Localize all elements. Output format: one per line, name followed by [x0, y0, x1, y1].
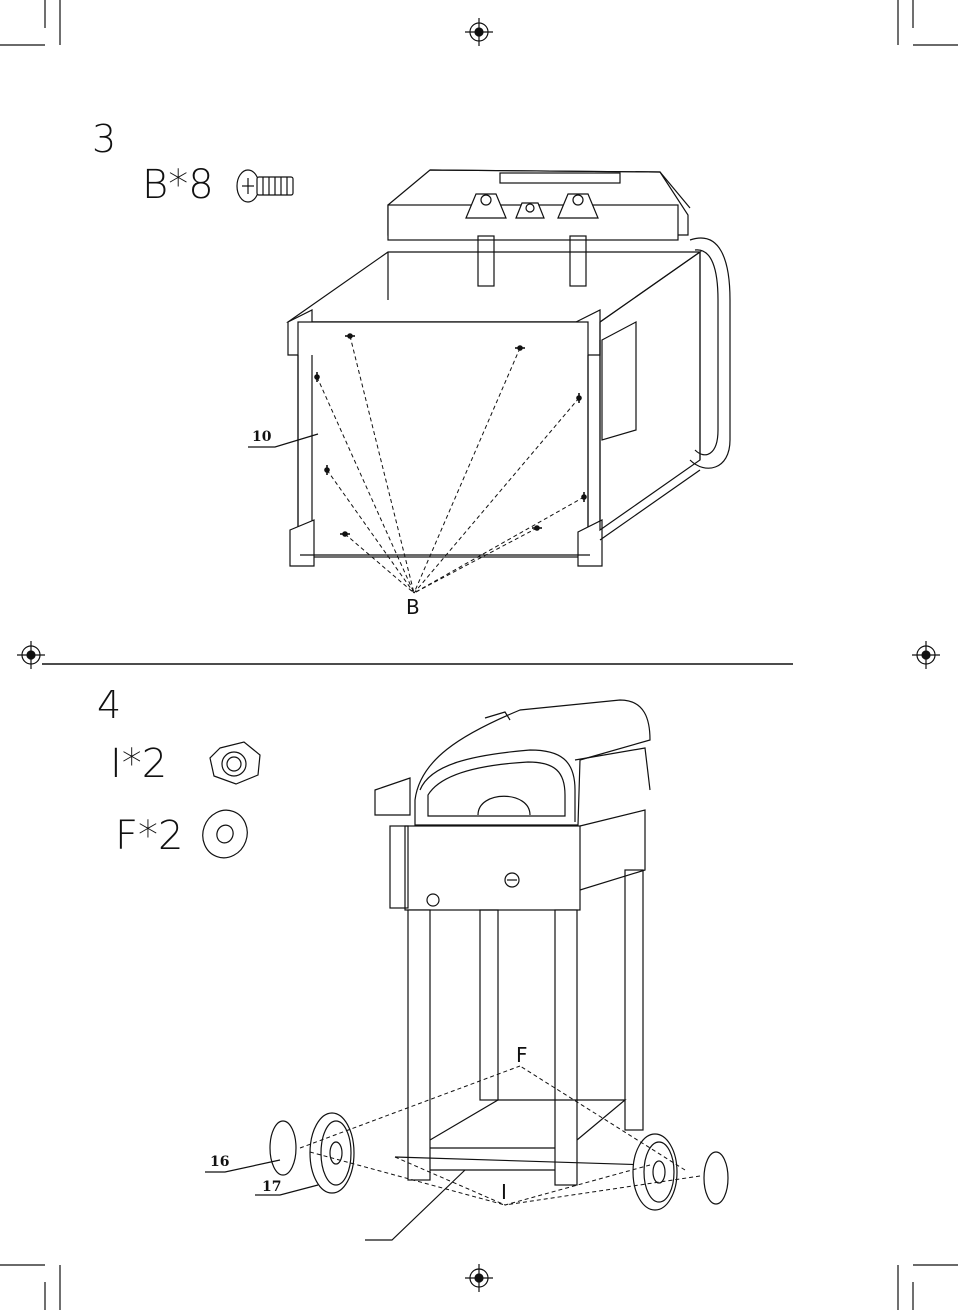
step-number-4: 4	[97, 686, 121, 724]
step-number-3: 3	[92, 120, 116, 158]
hardware-qty-b: B*8	[142, 165, 214, 205]
part-number-16: 16	[210, 1155, 229, 1169]
hardware-qty-i: I*2	[110, 744, 167, 784]
hardware-qty-f: F*2	[115, 816, 183, 856]
callout-f: F	[516, 1045, 528, 1065]
registration-mark-bottom	[465, 1264, 493, 1292]
part-number-10: 10	[252, 430, 271, 444]
callout-b: B	[406, 597, 420, 617]
part-number-17: 17	[262, 1180, 281, 1194]
registration-mark-right	[912, 641, 940, 669]
callout-i: I	[501, 1182, 507, 1202]
grill-cart-front-view	[205, 700, 728, 1240]
screw-icon	[237, 170, 293, 202]
registration-mark-left	[17, 641, 45, 669]
washer-icon	[196, 804, 254, 864]
registration-mark-top	[465, 18, 493, 46]
lock-nut-icon	[210, 742, 260, 784]
grill-cabinet-back-view	[248, 170, 730, 593]
